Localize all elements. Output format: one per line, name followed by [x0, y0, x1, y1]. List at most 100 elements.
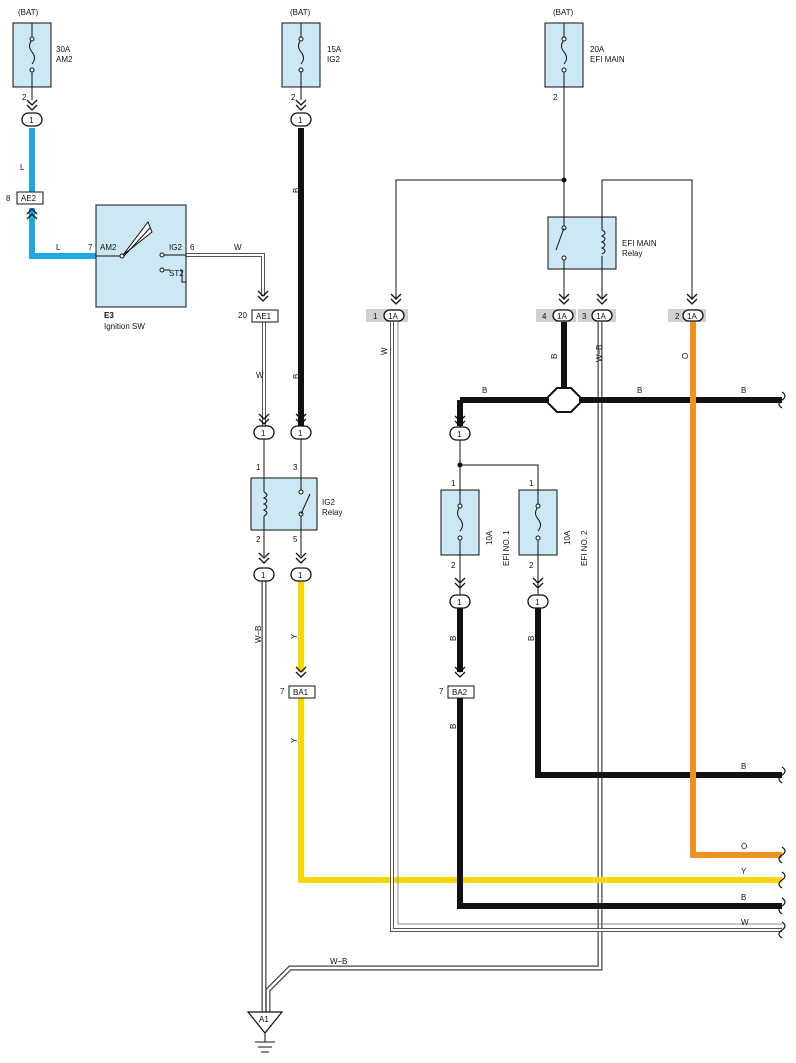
conn-1-efi2-out: 1 [527, 594, 549, 609]
efi2-rating: 10A [563, 530, 572, 545]
svg-text:1: 1 [535, 598, 540, 607]
conn-1-relay-out-b: 1 [290, 567, 312, 582]
efi-main-relay-name: EFI MAIN [622, 239, 657, 248]
wire-label-wb-3: W–B [595, 345, 604, 362]
ig2-relay-sub: Relay [322, 508, 342, 517]
efi1-pin-bottom: 2 [451, 561, 456, 570]
ign-label-st2: ST2 [169, 269, 184, 278]
wire-b-efi1-lower [457, 698, 782, 909]
connector-ba2: 7 BA2 [439, 666, 475, 699]
wire-label-y-right: Y [741, 867, 747, 876]
efi2-name: EFI NO. 2 [580, 530, 589, 566]
ign-label-ig2: IG2 [169, 243, 182, 252]
ig2-relay-name: IG2 [322, 498, 335, 507]
wire-break-marks [778, 391, 786, 939]
wire-o [690, 322, 782, 858]
svg-text:8: 8 [6, 194, 11, 203]
svg-text:7: 7 [280, 687, 285, 696]
connector-1a-pin3: 3 1A [578, 293, 616, 322]
svg-text:1: 1 [298, 571, 303, 580]
wire-wb-ground [261, 322, 603, 1012]
wire-b-efi2 [535, 608, 782, 778]
svg-text:1: 1 [457, 430, 462, 439]
wire-label-b-efi1-1: B [449, 636, 458, 641]
efi-main-relay-sub: Relay [622, 249, 642, 258]
svg-text:AE1: AE1 [256, 312, 272, 321]
wire-label-w-2: W [256, 371, 264, 380]
efi-main-rating: 20A [590, 45, 605, 54]
efi-main-relay [547, 216, 617, 270]
svg-text:20: 20 [238, 311, 247, 320]
ign-pin-ig2: 6 [190, 243, 195, 252]
wire-label-y-2: Y [290, 737, 299, 743]
ign-label-am2: AM2 [100, 243, 117, 252]
conn-1-efi-in: 1 [449, 415, 471, 441]
svg-text:1: 1 [373, 312, 378, 321]
wire-y-lower [298, 698, 782, 883]
wire-label-b-efi1-2: B [449, 724, 458, 729]
ign-name: Ignition SW [104, 322, 145, 331]
svg-text:1: 1 [298, 429, 303, 438]
svg-text:1: 1 [298, 116, 303, 125]
svg-text:4: 4 [542, 312, 547, 321]
connector-ae1: 20 AE1 [238, 290, 279, 323]
connector-1a-pin1: 1 1A [366, 293, 408, 322]
efi1-rating: 10A [485, 530, 494, 545]
wire-label-o-right: O [741, 842, 747, 851]
svg-text:7: 7 [439, 687, 444, 696]
connector-1a-pin4: 4 1A [536, 293, 576, 322]
wire-label-wb-1: W–B [254, 626, 263, 643]
wire-label-b-right-1: B [741, 762, 746, 771]
ig2-relay-pin3: 3 [293, 463, 298, 472]
ig2-relay-internals [262, 478, 311, 530]
svg-text:1: 1 [29, 116, 34, 125]
am2-rating: 30A [56, 45, 71, 54]
splice-junction [547, 387, 581, 413]
wire-label-w-right: W [741, 918, 749, 927]
connector-ae2: 8 AE2 [6, 191, 44, 220]
svg-text:2: 2 [675, 312, 680, 321]
wire-w-1a-parallel [397, 322, 782, 925]
wire-label-o-1: O [681, 353, 690, 359]
ign-pin-am2: 7 [88, 243, 93, 252]
efi1-name: EFI NO. 1 [502, 530, 511, 566]
conn-1-relay-out-a: 1 [253, 567, 275, 582]
am2-name: AM2 [56, 55, 73, 64]
ig2-relay-pin1: 1 [256, 463, 261, 472]
efi1-pin-top: 1 [451, 479, 456, 488]
svg-text:AE2: AE2 [21, 194, 37, 203]
ig2-rating: 15A [327, 45, 342, 54]
ig2-relay-pin5: 5 [293, 535, 298, 544]
ig2-source: (BAT) [290, 8, 311, 17]
wire-label-b-ig2-2: B [292, 374, 301, 379]
efi2-pin-bottom: 2 [529, 561, 534, 570]
wire-label-l-2: L [56, 243, 61, 252]
conn-1-ig2: 1 [290, 112, 312, 127]
wire-label-l-1: L [20, 163, 25, 172]
connector-1a-pin2: 2 1A [668, 293, 706, 322]
wire-label-b-bus-3: B [741, 386, 746, 395]
svg-text:1A: 1A [388, 312, 398, 321]
wire-label-wb-2: W–B [330, 957, 347, 966]
efi2-pin-top: 1 [529, 479, 534, 488]
ig2-relay [250, 477, 318, 531]
efi-main-name: EFI MAIN [590, 55, 625, 64]
svg-text:1: 1 [261, 429, 266, 438]
connector-ba1: 7 BA1 [280, 666, 316, 699]
wire-w-ig2 [186, 253, 266, 426]
ig2-relay-pin2: 2 [256, 535, 261, 544]
am2-pin: 2 [22, 93, 27, 102]
svg-text:1A: 1A [557, 312, 567, 321]
efi-main-source: (BAT) [553, 8, 574, 17]
efi-main-pin: 2 [553, 93, 558, 102]
ign-code: E3 [104, 311, 114, 320]
conn-1-efi1-out: 1 [449, 594, 471, 609]
wire-l-lower [29, 208, 96, 259]
am2-source: (BAT) [18, 8, 39, 17]
svg-text:1: 1 [457, 598, 462, 607]
svg-text:A1: A1 [259, 1015, 269, 1024]
wire-label-b-ig2-1: B [292, 188, 301, 193]
ig2-pin: 2 [291, 93, 296, 102]
svg-text:1A: 1A [596, 312, 606, 321]
